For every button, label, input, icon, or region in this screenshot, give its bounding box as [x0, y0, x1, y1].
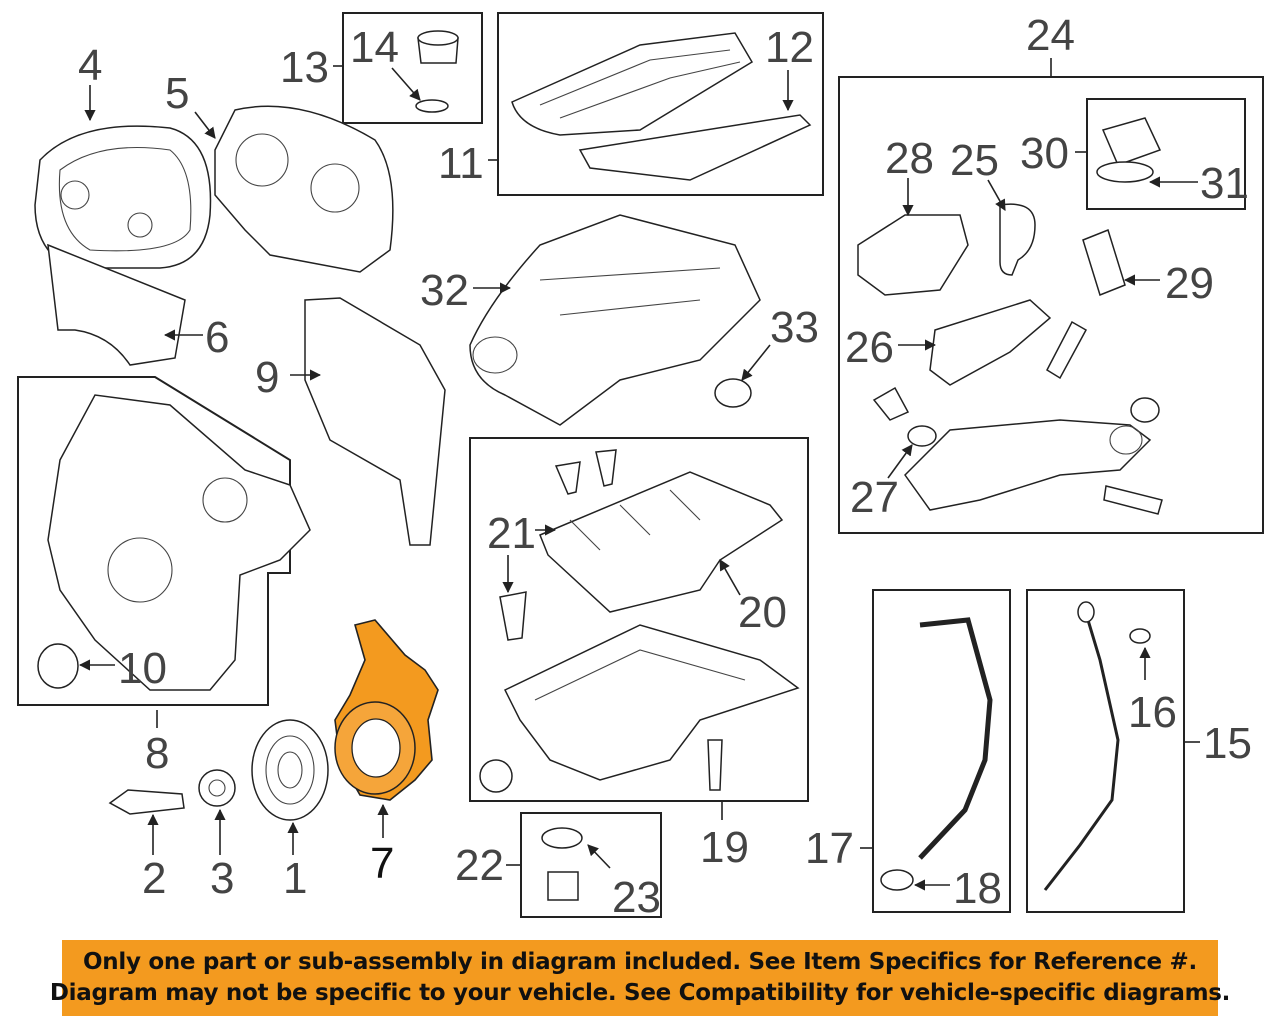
housing-bolt-a: [872, 386, 910, 421]
callout-7: 7: [370, 839, 394, 888]
disclaimer-line-2: Diagram may not be specific to your vehi…: [49, 980, 1231, 1006]
callout-19: 19: [700, 823, 749, 872]
oil-pan-lower: [503, 624, 800, 781]
manifold-o-ring: [714, 378, 752, 408]
callout-5: 5: [165, 69, 189, 118]
intake-manifold: [469, 214, 761, 426]
group-box-15: [1026, 589, 1185, 913]
callout-20: 20: [738, 588, 787, 637]
timing-cover-outer: [34, 125, 212, 269]
crank-washer: [198, 769, 236, 807]
cooler-gasket: [999, 203, 1036, 276]
engine-front-cover: [47, 394, 311, 691]
filter-cap-seal: [1096, 161, 1154, 183]
highlighted-part-7: [334, 619, 439, 801]
timing-cover-lower: [47, 243, 186, 366]
callout-3: 3: [210, 854, 234, 903]
callout-2: 2: [142, 854, 166, 903]
oil-filler-cap: [417, 30, 459, 64]
callout-10: 10: [118, 644, 167, 693]
group-box-13: [342, 12, 483, 124]
pan-bolt-b: [595, 449, 617, 487]
group-box-19: [469, 437, 809, 802]
cap-seal: [415, 99, 449, 113]
callout-29: 29: [1165, 259, 1214, 308]
drain-plug-21: [499, 591, 527, 641]
group-box-8: [17, 376, 291, 706]
dipstick-seal: [1129, 628, 1151, 644]
callout-22: 22: [455, 841, 504, 890]
callout-17: 17: [805, 824, 854, 873]
disclaimer-banner: Only one part or sub-assembly in diagram…: [50, 940, 1230, 1016]
callout-8: 8: [145, 729, 169, 778]
housing-cap: [1130, 397, 1160, 423]
callout-30: 30: [1020, 129, 1069, 178]
crank-bolt: [108, 789, 185, 815]
callout-26: 26: [845, 323, 894, 372]
filter-housing-part: [929, 299, 1052, 386]
callout-11: 11: [438, 139, 484, 188]
filter-cap: [1101, 117, 1162, 166]
front-crank-seal: [37, 643, 79, 689]
engine-parts-diagram: 4 5 6 9 10 8 2 3 1 7 13 14 11 12 32 33 2…: [17, 11, 1264, 922]
callout-32: 32: [420, 266, 469, 315]
disclaimer-line-1: Only one part or sub-assembly in diagram…: [83, 949, 1197, 975]
callout-13: 13: [280, 43, 329, 92]
valve-cover: [511, 32, 754, 136]
dipstick-handle: [1077, 601, 1095, 623]
dipstick: [1043, 609, 1120, 891]
oil-filter: [1082, 229, 1126, 296]
callout-9: 9: [255, 353, 279, 402]
tube-o-ring: [880, 869, 914, 891]
callout-21: 21: [487, 509, 536, 558]
callout-16: 16: [1128, 688, 1177, 737]
pan-bolt-a: [554, 461, 581, 495]
group-box-30: [1086, 98, 1246, 210]
pan-drain-bolt: [707, 739, 723, 791]
callout-23: 23: [612, 873, 661, 922]
callout-25: 25: [950, 136, 999, 185]
group-box-17: [872, 589, 1011, 913]
callout-12: 12: [765, 23, 814, 72]
pan-seal: [479, 759, 513, 793]
callout-33: 33: [770, 303, 819, 352]
valve-cover-gasket: [578, 114, 812, 181]
housing-bolt-b: [1103, 485, 1163, 515]
crankshaft-pulley: [251, 719, 329, 821]
group-box-11: [497, 12, 824, 196]
plug-seal: [541, 827, 583, 849]
timing-cover-inner: [214, 105, 394, 273]
dipstick-tube: [918, 617, 993, 860]
oil-filter-housing: [904, 419, 1152, 511]
callout-1: 1: [283, 854, 307, 903]
callout-18: 18: [953, 864, 1002, 913]
callout-15: 15: [1203, 719, 1252, 768]
callout-28: 28: [885, 134, 934, 183]
callout-4: 4: [78, 41, 102, 90]
callout-27: 27: [850, 473, 899, 522]
front-cover-gasket: [304, 297, 446, 546]
callout-14: 14: [350, 23, 399, 72]
leader-lines: [78, 58, 1200, 891]
filter-element-tube: [1046, 320, 1088, 380]
plug: [547, 871, 579, 901]
housing-o-ring: [907, 425, 937, 447]
oil-cooler: [857, 214, 969, 296]
callout-6: 6: [205, 313, 229, 362]
callout-31: 31: [1200, 159, 1249, 208]
callout-24: 24: [1026, 11, 1075, 60]
